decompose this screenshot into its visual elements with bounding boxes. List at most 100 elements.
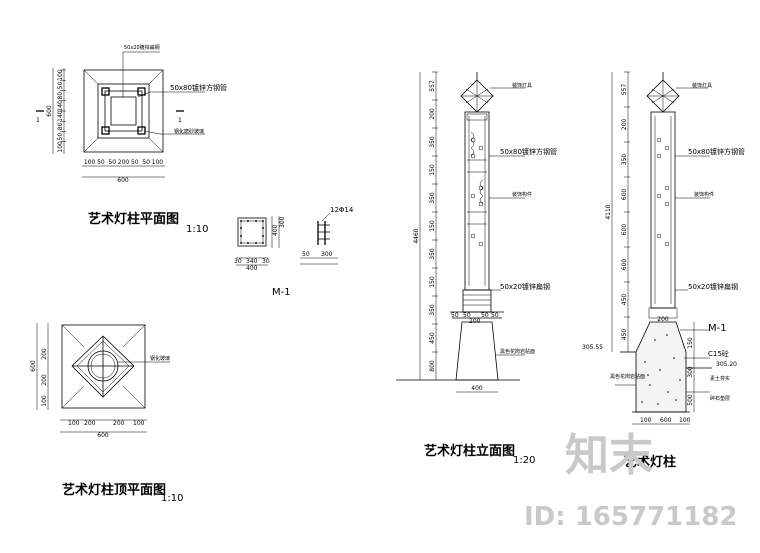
elevation-dim-bottom: 400 (471, 385, 483, 392)
plan-outer-square (83, 69, 164, 153)
section-dim-bottom-2: 600 (660, 417, 672, 424)
section-note-base: 黑色花岗岩贴面 (610, 373, 645, 380)
elevation-note-mid2: 装饰构件 (512, 191, 532, 198)
plan-note-bottom: 钢化磨砂玻璃 (174, 128, 204, 135)
elevation-dim-left-7: 350 (429, 248, 436, 260)
plan-dim-bottom-3: 50 (108, 159, 116, 166)
elevation-dim-left-9: 350 (429, 304, 436, 316)
plan-dim-left-8: 100 (57, 141, 64, 153)
elevation-note-mid1: 50x80镀锌方钢管 (500, 147, 557, 156)
top-plan-title: 艺术灯柱顶平面图 (62, 482, 166, 498)
section-dim-left-2: 200 (621, 119, 628, 131)
plan-title: 艺术灯柱平面图 (88, 211, 179, 227)
section-note-mid3: 50x20镀锌扁钢 (688, 282, 738, 291)
elevation-dim-left-3: 350 (429, 136, 436, 148)
elevation-base-dim-5: 200 (469, 318, 481, 325)
section-dim-right-1: 150 (687, 337, 694, 349)
elevation-base-dim-1: 50 (451, 312, 459, 319)
plan-view: 50x20镀锌扁钢 50x80镀锌方钢管 钢化磨砂玻璃 1 1 10050801… (36, 44, 227, 184)
top-plan-note: 钢化玻璃 (150, 355, 170, 362)
m1-dim-5: 400 (272, 224, 279, 236)
m1-dim-8: 300 (321, 251, 333, 258)
elevation-base-dim-4: 50 (491, 312, 499, 319)
m1-bolt-holes (239, 219, 265, 245)
top-plan-dim-left-2: 200 (41, 374, 48, 386)
plan-dim-left-6: 80 (57, 122, 64, 130)
elevation-dim-left-6: 150 (429, 220, 436, 232)
top-plan-dim-bottom-4: 100 (133, 420, 145, 427)
section-dim-left-5: 600 (621, 224, 628, 236)
watermark-id: ID: 165771182 (524, 502, 738, 532)
section-title-partial: 艺术灯柱 (624, 454, 676, 470)
section-mark-right: 1 (178, 117, 182, 124)
section-note-soil: 素土夯实 (710, 375, 730, 382)
elevation-dim-left-1: 557 (429, 80, 436, 92)
elevation-dim-left-10: 450 (429, 332, 436, 344)
plan-dim-bottom-2: 50 (97, 159, 105, 166)
plan-dim-bottom-6: 50 (142, 159, 150, 166)
plan-dim-bottom-1: 100 (84, 159, 96, 166)
m1-dim-3: 30 (262, 258, 270, 265)
top-plan-dim-bottom-3: 200 (113, 420, 125, 427)
section-dim-right-2: 300 (687, 366, 694, 378)
plan-inner-frame (104, 90, 143, 132)
plan-note-top: 50x20镀锌扁钢 (124, 44, 160, 51)
m1-label: M-1 (272, 287, 291, 298)
plan-dim-left-total: 600 (46, 105, 53, 117)
m1-dim-2: 340 (246, 258, 258, 265)
m1-plate (237, 217, 267, 247)
section-dim-right-3: 500 (687, 394, 694, 406)
section-note-gravel: 碎石垫层 (710, 395, 730, 402)
section-dim-total: 4110 (605, 204, 612, 219)
top-plan-dim-left-total: 600 (30, 360, 37, 372)
m1-dim-1: 30 (234, 258, 242, 265)
elevation-dim-left-2: 200 (429, 108, 436, 120)
top-plan-dim-left-3: 100 (41, 395, 48, 407)
top-plan-view: 钢化玻璃 200 200 100 600 100 200 200 100 600 (30, 323, 170, 439)
section-concrete-texture (641, 334, 681, 405)
plan-dim-left-2: 50 (57, 81, 64, 89)
elevation-note-mid3: 50x20镀锌扁钢 (500, 282, 550, 291)
m1-detail: 30 340 30 400 400 300 12Φ14 50 300 M-1 (234, 206, 354, 298)
watermark-brand: 知末 (565, 430, 653, 481)
section-c15: C15砼 (708, 349, 729, 358)
section-dim-left-1: 557 (621, 84, 628, 96)
top-plan-dim-bottom-total: 600 (97, 432, 109, 439)
elevation-dim-total: 4460 (413, 228, 420, 243)
section-dim-left-3: 350 (621, 154, 628, 166)
elevation-note-base: 黑色花岗岩贴面 (500, 348, 535, 355)
elevation-ornaments (470, 131, 484, 247)
elevation-plinth (455, 321, 499, 381)
top-plan-dim-left-1: 200 (41, 348, 48, 360)
elevation-dim-left-11: 800 (429, 360, 436, 372)
top-plan-outer-square (61, 324, 146, 409)
plan-dim-left-1: 100 (57, 69, 64, 81)
section-note-top: 装饰灯具 (692, 82, 712, 89)
elevation-scale: 1:20 (513, 455, 535, 466)
plan-note-mid: 50x80镀锌方钢管 (170, 83, 227, 92)
section-dim-left-7: 450 (621, 294, 628, 306)
elevation-base-dim-2: 50 (463, 312, 471, 319)
plan-dim-bottom-4: 200 (118, 159, 130, 166)
elevation-dim-left-5: 350 (429, 192, 436, 204)
plan-dim-bottom-5: 50 (131, 159, 139, 166)
section-dim-left-6: 600 (621, 259, 628, 271)
section-foundation (635, 321, 687, 413)
section-mark-left: 1 (36, 117, 40, 124)
section-m1: M-1 (708, 323, 727, 334)
plan-scale: 1:10 (186, 224, 208, 235)
section-note-mid1: 50x80镀锌方钢管 (688, 147, 745, 156)
section-view: 装饰灯具 50x80镀锌方钢管 装饰构件 50x20镀锌扁钢 M-1 C15砼 … (582, 71, 745, 425)
plan-dim-left-3: 80 (57, 92, 64, 100)
elevation-view: 装饰灯具 50x80镀锌方钢管 装饰构件 50x20镀锌扁钢 黑色花岗岩贴面 5… (396, 71, 557, 393)
section-level-right: 305.20 (716, 361, 737, 368)
section-ornaments (656, 137, 670, 247)
plan-dim-left-4: 140 (57, 100, 64, 112)
plan-dim-left-5: 140 (57, 110, 64, 122)
section-note-mid2: 装饰构件 (694, 191, 714, 198)
